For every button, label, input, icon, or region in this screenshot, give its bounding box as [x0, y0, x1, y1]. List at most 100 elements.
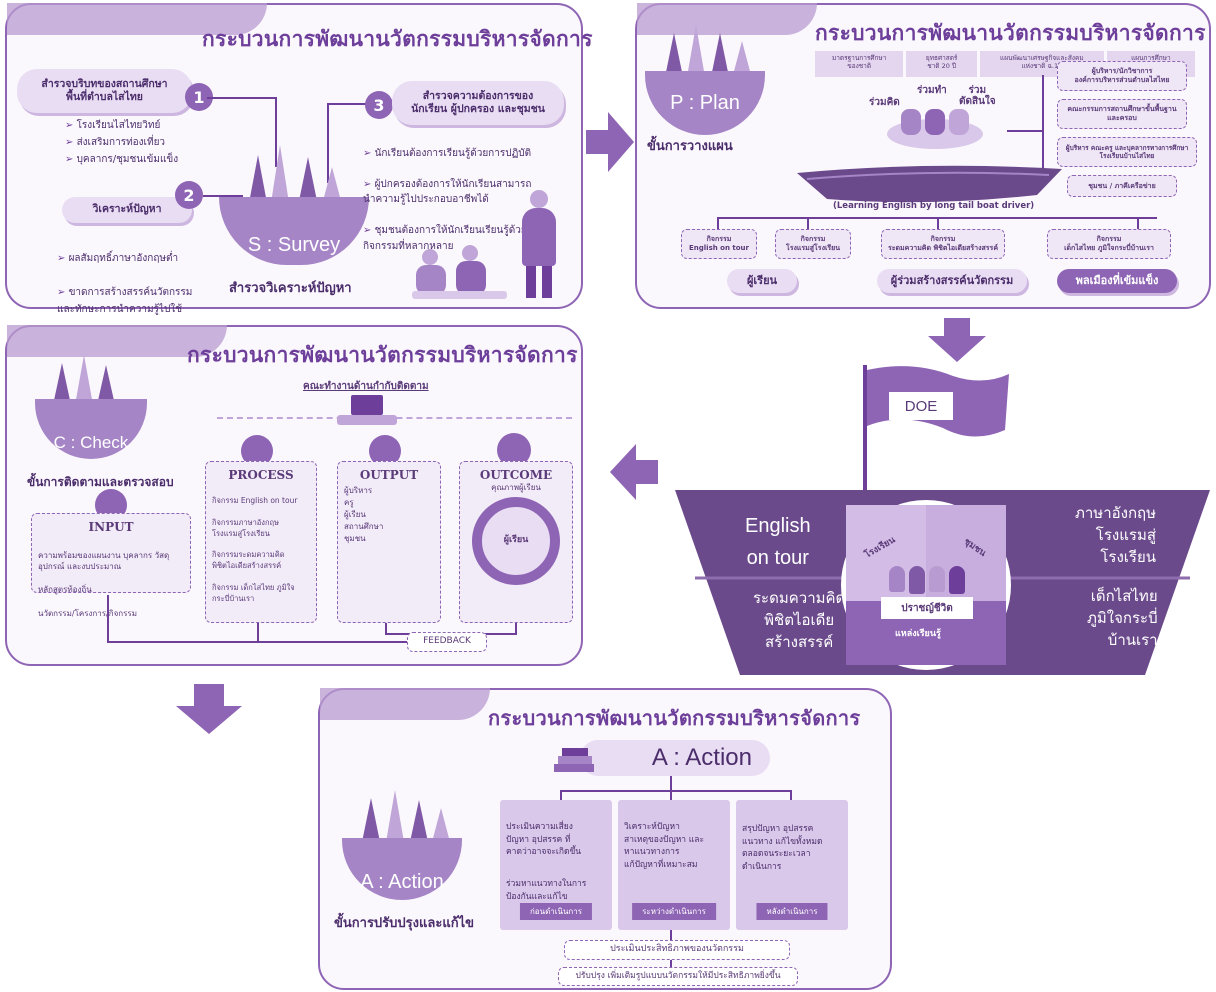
- ship-left-bottom: ระดมความคิด พิชิตไอเดีย สร้างสรรค์: [753, 589, 846, 651]
- outcome-ring: ผู้เรียน: [472, 497, 560, 585]
- connector-line: [385, 623, 387, 635]
- list-item: ผู้บริหาร: [344, 486, 373, 495]
- connector-line: [807, 217, 809, 231]
- list-item: นวัตกรรม/โครงการ/กิจกรรม: [38, 608, 137, 618]
- joint-think: ร่วมคิด: [869, 97, 900, 108]
- list-item: บุคลากร/ชุมชนเข้มแข็ง: [65, 151, 179, 168]
- improve-box: ปรับปรุง เพิ่มเติมรูปแบบนวัตกรรมให้มีประ…: [558, 967, 798, 986]
- survey-caption: สำรวจวิเคราะห์ปัญหา: [229, 281, 352, 296]
- connector-line: [670, 776, 672, 790]
- list-item: ประเมินความเสี่ยง ปัญหา อุปสรรค ที่ คาดว…: [506, 821, 582, 858]
- plan-island: P : Plan: [645, 25, 765, 135]
- input-box: INPUT ความพร้อมของแผนงาน บุคลากร วัสดุ อ…: [31, 513, 191, 618]
- connector-line: [275, 97, 277, 167]
- header-wave: [7, 325, 227, 357]
- survey-step3-list: นักเรียนต้องการเรียนรู้ด้วยการปฏิบัติ ผู…: [363, 130, 531, 270]
- action-col-list: สรุปปัญหา อุปสรรค แนวทาง แก้ไขทั้งหมด ตล…: [736, 800, 848, 897]
- list-item: นักเรียนต้องการเรียนรู้ด้วยการปฏิบัติ: [363, 146, 532, 162]
- activity-box: กิจกรรม โรงแรมสู่โรงเรียน: [775, 229, 851, 259]
- list-item: ร่วมหาแนวทางในการ ป้องกันและแก้ไข: [506, 878, 587, 902]
- list-item: ผลสัมฤทธิ์ภาษาอังกฤษต่ำ: [57, 250, 192, 267]
- outcome-pill: ผู้เรียน: [727, 269, 797, 293]
- tree-icon: [97, 365, 115, 405]
- survey-step1-list: โรงเรียนไสไทยวิทย์ ส่งเสริมการท่องเที่ยว…: [65, 117, 179, 168]
- arrow-down-icon: [176, 684, 242, 734]
- stakeholder-box: ผู้บริหาร คณะครู และบุคลากรทางการศึกษา โ…: [1057, 137, 1197, 167]
- feedback-box: FEEDBACK: [407, 632, 487, 652]
- meeting-illustration: [412, 245, 507, 305]
- committee-illustration: [337, 395, 397, 427]
- standard-box: ยุทธศาสตร์ ชาติ 20 ปี: [906, 51, 977, 77]
- list-item: ส่งเสริมการท่องเที่ยว: [65, 134, 178, 151]
- connector-line: [717, 217, 719, 231]
- list-item: สรุปปัญหา อุปสรรค แนวทาง แก้ไขทั้งหมด ตล…: [742, 823, 823, 872]
- survey-hill-label: S : Survey: [247, 234, 341, 256]
- check-title: กระบวนการพัฒนานวัตกรรมบริหารจัดการ: [187, 343, 578, 367]
- circle-people: [879, 566, 975, 596]
- circle-center-box: ปราชญ์ชีวิต: [881, 597, 973, 619]
- tree-icon: [323, 167, 341, 201]
- arrow-left-icon: [610, 444, 658, 500]
- survey-step3-title: สำรวจความต้องการของ นักเรียน ผู้ปกครอง แ…: [392, 81, 564, 125]
- activity-box: กิจกรรม เด็กไสไทย ภูมิใจกระบี่บ้านเรา: [1047, 229, 1171, 259]
- plan-hill: P : Plan: [645, 71, 765, 135]
- tree-icon: [711, 33, 729, 77]
- list-item: ผู้เรียน: [344, 510, 366, 519]
- action-col-before: ประเมินความเสี่ยง ปัญหา อุปสรรค ที่ คาดว…: [500, 800, 612, 930]
- connector-line: [790, 790, 792, 802]
- check-hill-label: C : Check: [53, 433, 129, 452]
- list-item: สถานศึกษา: [344, 522, 384, 531]
- action-panel: กระบวนการพัฒนานวัตกรรมบริหารจัดการ A : A…: [318, 688, 892, 990]
- action-col-after: สรุปปัญหา อุปสรรค แนวทาง แก้ไขทั้งหมด ตล…: [736, 800, 848, 930]
- connector-line: [207, 97, 277, 99]
- tree-icon: [362, 798, 380, 842]
- list-item: หลักสูตรท้องถิ่น: [38, 585, 92, 595]
- ship-right-bottom: เด็กไสไทย ภูมิใจกระบี่ บ้านเรา: [1087, 587, 1158, 649]
- process-box: PROCESS กิจกรรม English on tour กิจกรรมภ…: [205, 461, 317, 623]
- connector-line: [327, 103, 329, 183]
- connector-line: [515, 623, 517, 635]
- list-item: ชุมชน: [344, 534, 366, 543]
- header-wave: [320, 688, 490, 720]
- do-section: DOE English on tour ระดมความคิด พิชิตไอเ…: [675, 360, 1210, 680]
- list-item: กิจกรรมภาษาอังกฤษ โรงแรมสู่โรงเรียน: [212, 517, 279, 538]
- ship-left-top: English on tour: [745, 515, 811, 569]
- action-col-during: วิเคราะห์ปัญหา สาเหตุของปัญหา และ หาแนวท…: [618, 800, 730, 930]
- plan-panel: กระบวนการพัฒนานวัตกรรมบริหารจัดการ P : P…: [635, 3, 1211, 309]
- flag-pole: [863, 365, 867, 505]
- action-caption: ขั้นการปรับปรุงและแก้ไข: [334, 916, 474, 931]
- survey-panel: กระบวนการพัฒนานวัตกรรมบริหารจัดการ สำรวจ…: [5, 3, 592, 315]
- evaluate-box: ประเมินประสิทธิภาพของนวัตกรรม: [564, 940, 790, 960]
- arrow-right-icon: [586, 112, 634, 172]
- list-item: กิจกรรม เด็กไสไทย ภูมิใจ กระบี่บ้านเรา: [212, 582, 295, 603]
- output-box: OUTPUT ผู้บริหาร ครู ผู้เรียน สถานศึกษา …: [337, 461, 441, 623]
- survey-title: กระบวนการพัฒนานวัตกรรมบริหารจัดการ: [202, 27, 593, 51]
- outcome-subtitle: คุณภาพผู้เรียน: [491, 483, 541, 492]
- process-title: PROCESS: [228, 468, 294, 482]
- connector-line: [203, 195, 243, 197]
- list-item: วิเคราะห์ปัญหา สาเหตุของปัญหา และ หาแนวท…: [624, 821, 705, 870]
- header-wave: [7, 3, 267, 35]
- connector-line: [670, 930, 672, 942]
- joint-decide: ร่วม ตัดสินใจ: [959, 85, 996, 107]
- outcome-pill: ผู้ร่วมสร้างสรรค์นวัตกรรม: [877, 269, 1027, 293]
- connector-line: [1042, 75, 1044, 187]
- tree-icon: [53, 363, 71, 405]
- input-list: ความพร้อมของแผนงาน บุคลากร วัสดุ อุปกรณ์…: [38, 538, 184, 631]
- connector-line: [560, 790, 790, 792]
- committee-label: คณะทำงานด้านกำกับติดตาม: [303, 381, 429, 392]
- action-island: A : Action: [342, 790, 462, 900]
- stakeholder-box: ผู้บริหาร/นักวิชาการ องค์การบริหารส่วนตำ…: [1057, 61, 1187, 91]
- survey-step2-number: 2: [175, 181, 203, 209]
- action-banner-label: A : Action: [651, 744, 752, 771]
- check-hill: C : Check: [35, 399, 147, 459]
- tree-icon: [432, 808, 450, 842]
- action-banner: A : Action: [580, 740, 770, 776]
- action-col-head: ระหว่างดำเนินการ: [632, 903, 716, 920]
- longtail-boat-icon: [797, 165, 1062, 203]
- tree-icon: [299, 157, 317, 201]
- input-title: INPUT: [88, 520, 134, 534]
- connector-line: [327, 103, 367, 105]
- plan-title: กระบวนการพัฒนานวัตกรรมบริหารจัดการ: [815, 21, 1206, 45]
- activity-box: กิจกรรม English on tour: [681, 229, 757, 259]
